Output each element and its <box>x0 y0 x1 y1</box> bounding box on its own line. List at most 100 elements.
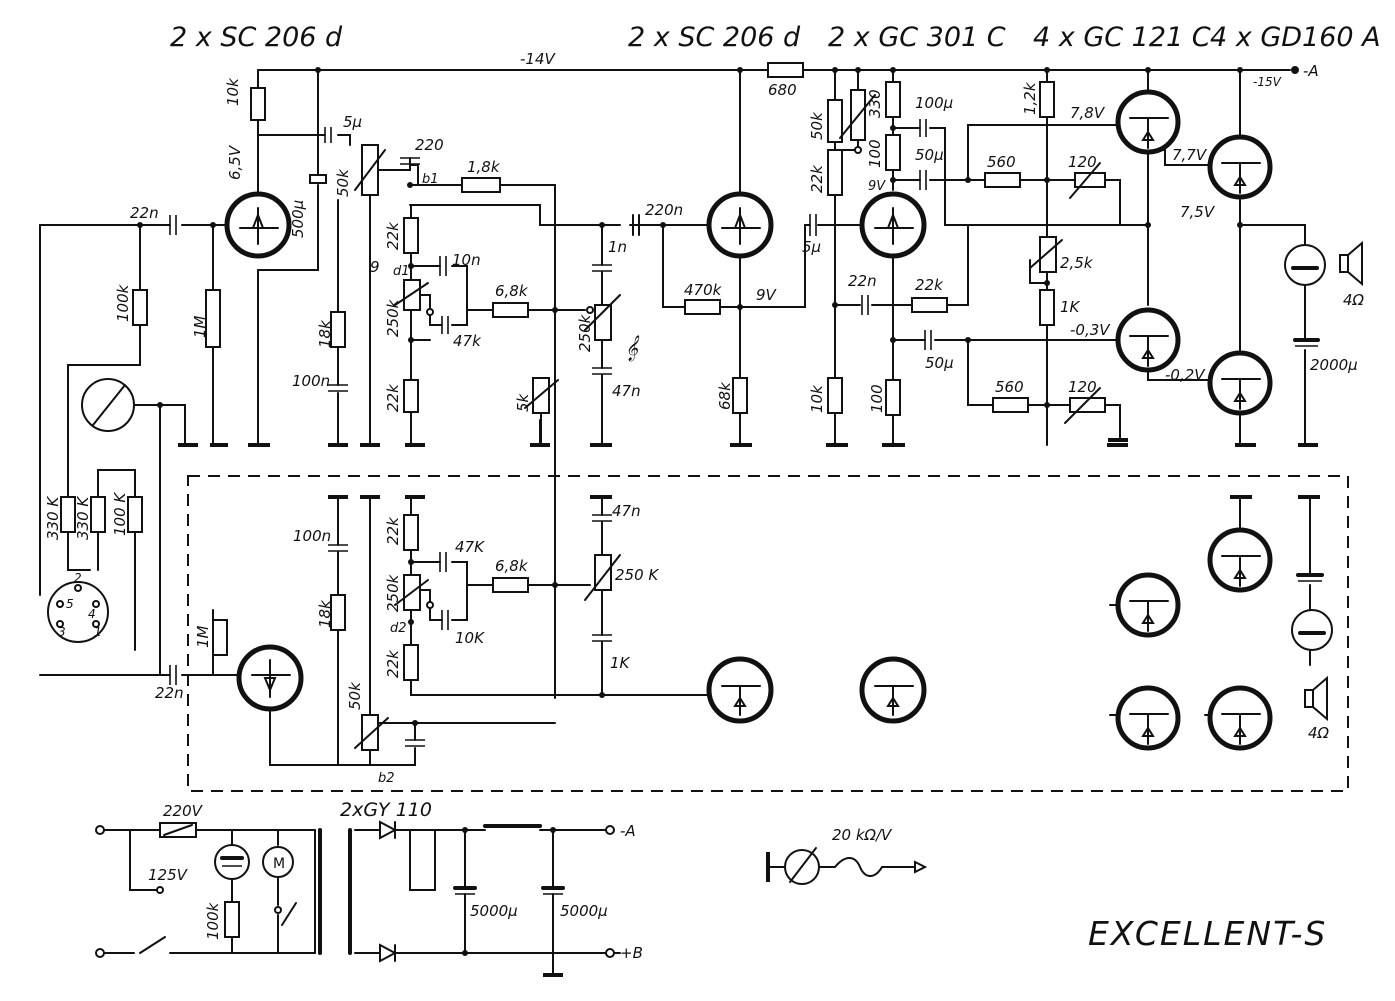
label-p250k-a: 250k <box>384 298 402 337</box>
label-r47k-a: 47k <box>453 332 482 350</box>
stage1-wiring <box>39 69 351 446</box>
label-r680: 680 <box>768 81 797 99</box>
label-v-minus-0-3: -0,3V <box>1070 321 1111 339</box>
label-d1: d1 <box>393 264 410 279</box>
label-r100k-c: 100 K <box>111 492 129 536</box>
label-c50u-low: 50µ <box>925 354 954 372</box>
label-p250k-b: 250k <box>384 573 402 612</box>
label-c22n-fb: 22n <box>848 272 877 290</box>
tube-v3 <box>859 191 927 259</box>
label-p2-5k: 2,5k <box>1060 254 1094 272</box>
label-imp4-low: 4Ω <box>1308 724 1330 742</box>
label-c5u-top: 5µ <box>343 113 362 131</box>
label-meter-sens: 20 kΩ/V <box>832 826 893 844</box>
label-r100-mid: 100 <box>866 139 884 168</box>
label-r470k: 470k <box>684 281 723 299</box>
tube-ch2-v3 <box>859 656 927 724</box>
label-p5k: 5k <box>514 392 532 412</box>
label-r100k-top: 100k <box>114 283 132 322</box>
treble-clef-icon: 𝄞 <box>625 335 640 362</box>
label-c50u-mid: 50µ <box>915 146 944 164</box>
label-out-b: +B <box>620 944 643 962</box>
output-stage <box>965 69 1320 446</box>
label-r1m-top: 1M <box>191 315 209 338</box>
label-rect-diodes: 2xGY 110 <box>340 799 432 821</box>
label-r100k-ps: 100k <box>204 901 222 940</box>
label-d2: d2 <box>390 621 407 636</box>
label-p250k-treble: 250k <box>576 313 594 352</box>
header-output-tubes-a: 4 x GC 121 C <box>1033 22 1211 53</box>
label-r6-8k-b: 6,8k <box>495 557 529 575</box>
label-p120-top: 120 <box>1068 153 1097 171</box>
label-r330k-a: 330 K <box>44 496 62 540</box>
label-n9: 9 <box>370 258 380 276</box>
label-v7-8: 7,8V <box>1070 104 1106 122</box>
label-p120-low: 120 <box>1068 378 1097 396</box>
label-r330: 330 <box>866 89 884 118</box>
label-r10k-mid: 10k <box>808 384 826 413</box>
label-r6-8k-a: 6,8k <box>495 282 529 300</box>
label-r1-8k: 1,8k <box>467 158 501 176</box>
label-v9-mid: 9V <box>868 179 886 194</box>
label-r68k: 68k <box>716 381 734 410</box>
label-main-supply: -14V <box>520 50 556 68</box>
phase-splitter <box>827 69 1149 446</box>
label-p250k-c: 250 K <box>615 566 659 584</box>
label-r1m-low: 1M <box>194 625 212 648</box>
label-v-minus-0-2: -0,2V <box>1165 366 1206 384</box>
label-r22k-c: 22k <box>384 516 402 545</box>
label-r330k-b: 330 K <box>74 496 92 540</box>
label-mains-125: 125V <box>148 866 189 884</box>
tube-out-4 <box>1207 350 1273 416</box>
label-v7-5: 7,5V <box>1180 203 1216 221</box>
label-r560-low: 560 <box>995 378 1024 396</box>
label-mains-220: 220V <box>163 802 204 820</box>
label-c100n-low: 100n <box>293 527 331 545</box>
label-minus15: -15V <box>1253 75 1282 89</box>
input-network <box>39 224 229 685</box>
label-r1k: 1K <box>1060 298 1081 316</box>
label-c47n-b: 47n <box>612 502 641 520</box>
label-r1-2k: 1,2k <box>1021 81 1039 115</box>
label-c47k-b: 47K <box>455 538 485 556</box>
label-c47n-a: 47n <box>612 382 641 400</box>
label-r22k-a: 22k <box>384 221 402 250</box>
label-c22n-in: 22n <box>130 204 159 222</box>
label-pin5: 5 <box>66 597 74 611</box>
speaker-icon-top <box>1339 240 1363 287</box>
power-supply <box>95 820 621 977</box>
tube-ch2-v1 <box>236 644 304 712</box>
speaker-icon-low <box>1304 675 1328 722</box>
label-c1k-low: 1K <box>610 654 631 672</box>
label-pin4: 4 <box>88 607 96 621</box>
header-driver-tubes: 2 x SC 206 d <box>628 22 801 53</box>
supply-rail <box>257 62 1299 78</box>
tube-ch2-out-3 <box>1115 685 1181 751</box>
tube-out-2 <box>1207 134 1273 200</box>
tube-out-3 <box>1115 307 1181 373</box>
label-p50k-low: 50k <box>346 681 364 710</box>
tube-ch2-out-1 <box>1207 527 1273 593</box>
label-p50k-mid: 50k <box>808 111 826 140</box>
label-b1: b1 <box>422 172 439 187</box>
label-r22k-b: 22k <box>384 383 402 412</box>
label-c220n: 220n <box>645 201 683 219</box>
label-c100u: 100µ <box>915 94 953 112</box>
second-channel-frame <box>187 475 1349 792</box>
label-terminal-a: -A <box>1303 62 1319 80</box>
label-out-a: -A <box>620 822 636 840</box>
tone-network-top <box>328 144 664 699</box>
header-phase-tubes: 2 x GC 301 C <box>828 22 1006 53</box>
label-pin1: 1 <box>94 625 102 639</box>
label-r22k-fb: 22k <box>915 276 944 294</box>
label-pin3: 3 <box>58 625 66 639</box>
indicator-lamp-icon <box>1284 244 1326 286</box>
tube-v1 <box>224 191 292 259</box>
label-r100-low: 100 <box>868 384 886 413</box>
label-v7-7: 7,7V <box>1172 146 1208 164</box>
tube-ch2-out-2 <box>1115 572 1181 638</box>
tube-v2 <box>706 191 774 259</box>
label-r560-top: 560 <box>987 153 1016 171</box>
label-r22k-mid: 22k <box>808 164 826 193</box>
